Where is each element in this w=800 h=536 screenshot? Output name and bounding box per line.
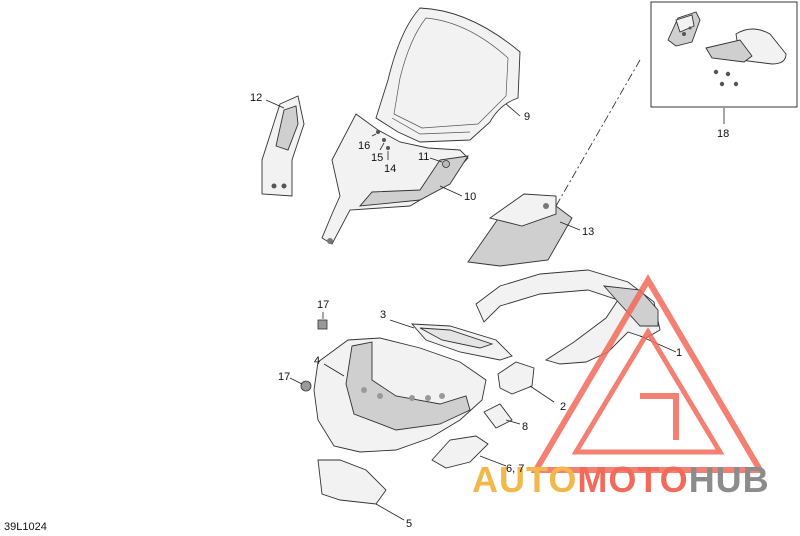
watermark-inner-triangle [571, 327, 725, 455]
leader-11 [429, 157, 443, 163]
callout-14: 14 [384, 163, 396, 175]
callout-5: 5 [406, 518, 412, 530]
mirror-part [705, 28, 787, 87]
leader-3 [389, 319, 415, 329]
insert-6-7 [431, 435, 489, 469]
leader-4 [323, 363, 345, 377]
leader-16 [371, 133, 377, 137]
callout-6-7: 6, 7 [506, 463, 524, 475]
windshield-part [375, 7, 521, 143]
callout-8: 8 [522, 421, 528, 433]
callout-13: 13 [582, 226, 594, 238]
watermark-g-hook [640, 393, 679, 440]
callout-16: 16 [358, 140, 370, 152]
callout-9: 9 [524, 111, 530, 123]
leader-6-7 [479, 455, 507, 467]
watermark-triangle [530, 274, 766, 473]
lower-trim-5 [317, 459, 387, 505]
callout-18: 18 [717, 128, 729, 140]
cowl-panel-part [321, 113, 469, 245]
side-bracket-part [261, 95, 305, 197]
foam-pad-8 [483, 403, 513, 429]
leader-9 [505, 103, 521, 117]
leader-10 [439, 185, 463, 197]
deflector-part [467, 193, 573, 267]
fastener-17-lower [300, 380, 312, 392]
callout-3: 3 [380, 309, 386, 321]
callout-1: 1 [676, 347, 682, 359]
dashed-connector [555, 59, 641, 207]
leader-12 [265, 99, 285, 109]
callout-17-lower: 17 [278, 371, 290, 383]
air-duct-part [410, 323, 513, 361]
callout-11: 11 [418, 151, 429, 163]
fastener-17-upper [317, 319, 328, 330]
nut-14 [386, 146, 390, 150]
callout-12: 12 [250, 92, 262, 104]
watermark-text: AUTOMOTOHUB [472, 459, 770, 500]
callout-17-upper: 17 [317, 299, 329, 311]
screw-16 [376, 130, 380, 134]
callout-2: 2 [560, 401, 566, 413]
leader-2 [529, 385, 555, 403]
watermark-logo [530, 274, 766, 473]
side-vent-part [497, 361, 535, 395]
leader-15 [379, 142, 385, 151]
grommet-11 [442, 160, 450, 168]
headlight-housing-part [313, 337, 487, 453]
leader-17-lower [289, 377, 303, 385]
callout-4: 4 [314, 355, 320, 367]
leader-13 [559, 221, 581, 231]
leader-5 [375, 503, 405, 521]
mirror-bracket-part [667, 11, 701, 47]
leader-8 [505, 419, 521, 425]
callout-15: 15 [371, 152, 383, 164]
callout-10: 10 [464, 191, 476, 203]
washer-15 [382, 138, 386, 142]
diagram-code: 39L1024 [4, 521, 47, 533]
